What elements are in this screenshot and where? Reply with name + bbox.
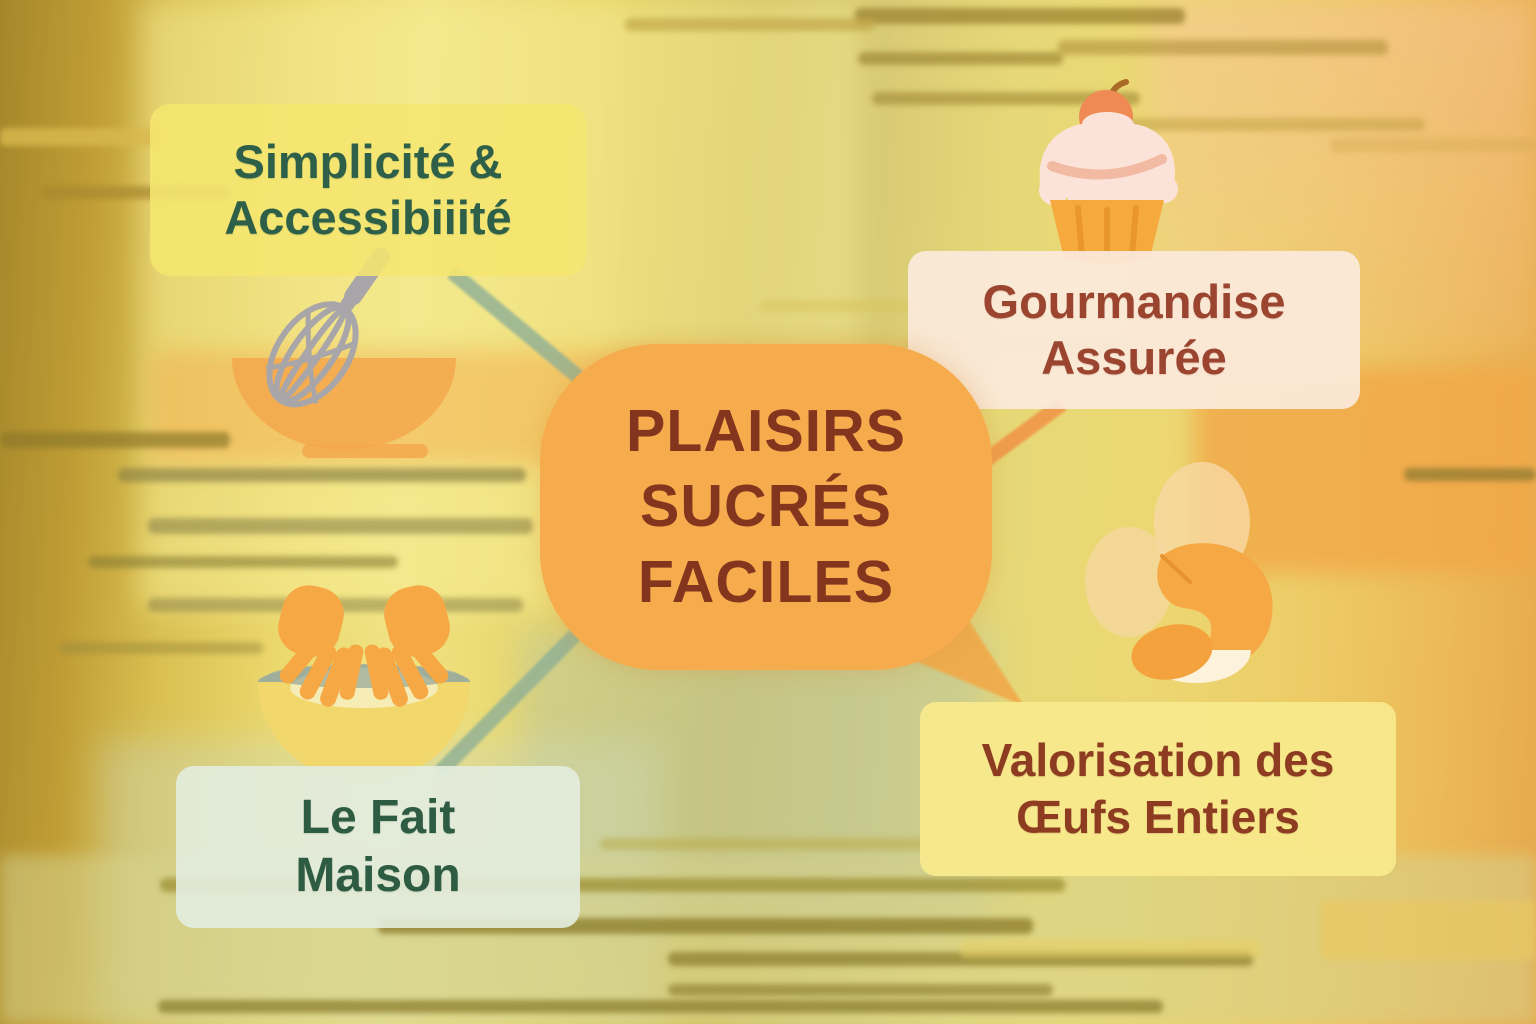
branch-card-fait-maison: Le Fait Maison xyxy=(176,766,580,928)
bg-streak xyxy=(1320,900,1536,960)
branch-label-line: Assurée xyxy=(1041,331,1227,384)
bg-streak xyxy=(625,18,875,31)
connector-top-right-line xyxy=(981,397,1067,467)
bg-streak xyxy=(872,92,1140,105)
branch-label-line: Valorisation des xyxy=(981,733,1335,786)
branch-label-simplicite: Simplicité & Accessibiiité xyxy=(224,134,511,247)
branch-label-line: Accessibiiité xyxy=(224,191,512,244)
branch-label-line: Maison xyxy=(295,849,461,902)
branch-label-line: Simplicité & xyxy=(233,134,503,188)
bg-streak xyxy=(760,300,940,312)
kneading-hands-bowl-icon xyxy=(244,576,484,796)
branch-label-oeufs: Valorisation des Œufs Entiers xyxy=(982,732,1335,847)
eggs-icon xyxy=(1084,460,1299,708)
central-title-line: PLAISIRS xyxy=(625,397,907,464)
bg-streak xyxy=(668,984,1053,996)
branch-card-oeufs: Valorisation des Œufs Entiers xyxy=(920,702,1396,876)
bg-streak xyxy=(0,432,230,448)
central-node: PLAISIRS SUCRÉS FACILES xyxy=(540,344,992,670)
bg-streak xyxy=(1058,40,1388,55)
branch-label-fait-maison: Le Fait Maison xyxy=(295,789,460,904)
bg-streak xyxy=(1404,468,1536,481)
central-title-line: SUCRÉS xyxy=(640,473,892,540)
bg-streak xyxy=(1105,118,1425,131)
branch-label-line: Œufs Entiers xyxy=(1016,791,1300,843)
cupcake-icon xyxy=(1022,72,1192,270)
bg-streak xyxy=(0,128,160,146)
bg-streak xyxy=(88,556,398,568)
branch-card-simplicite: Simplicité & Accessibiiité xyxy=(150,104,586,276)
branch-label-gourmandise: Gourmandise Assurée xyxy=(983,274,1286,387)
branch-label-line: Le Fait xyxy=(300,791,456,845)
branch-label-line: Gourmandise xyxy=(982,274,1286,328)
bg-streak xyxy=(1330,138,1536,152)
bg-streak xyxy=(855,8,1185,24)
bg-streak xyxy=(58,642,263,654)
central-node-title: PLAISIRS SUCRÉS FACILES xyxy=(626,394,906,621)
bg-streak xyxy=(148,518,533,534)
bg-streak xyxy=(960,940,1260,958)
central-title-line: FACILES xyxy=(637,548,895,615)
connector-top-left-line xyxy=(447,266,599,396)
bg-streak xyxy=(118,468,526,482)
bg-streak xyxy=(158,1000,1163,1013)
bg-streak xyxy=(858,52,1063,65)
branch-card-gourmandise: Gourmandise Assurée xyxy=(908,251,1360,409)
